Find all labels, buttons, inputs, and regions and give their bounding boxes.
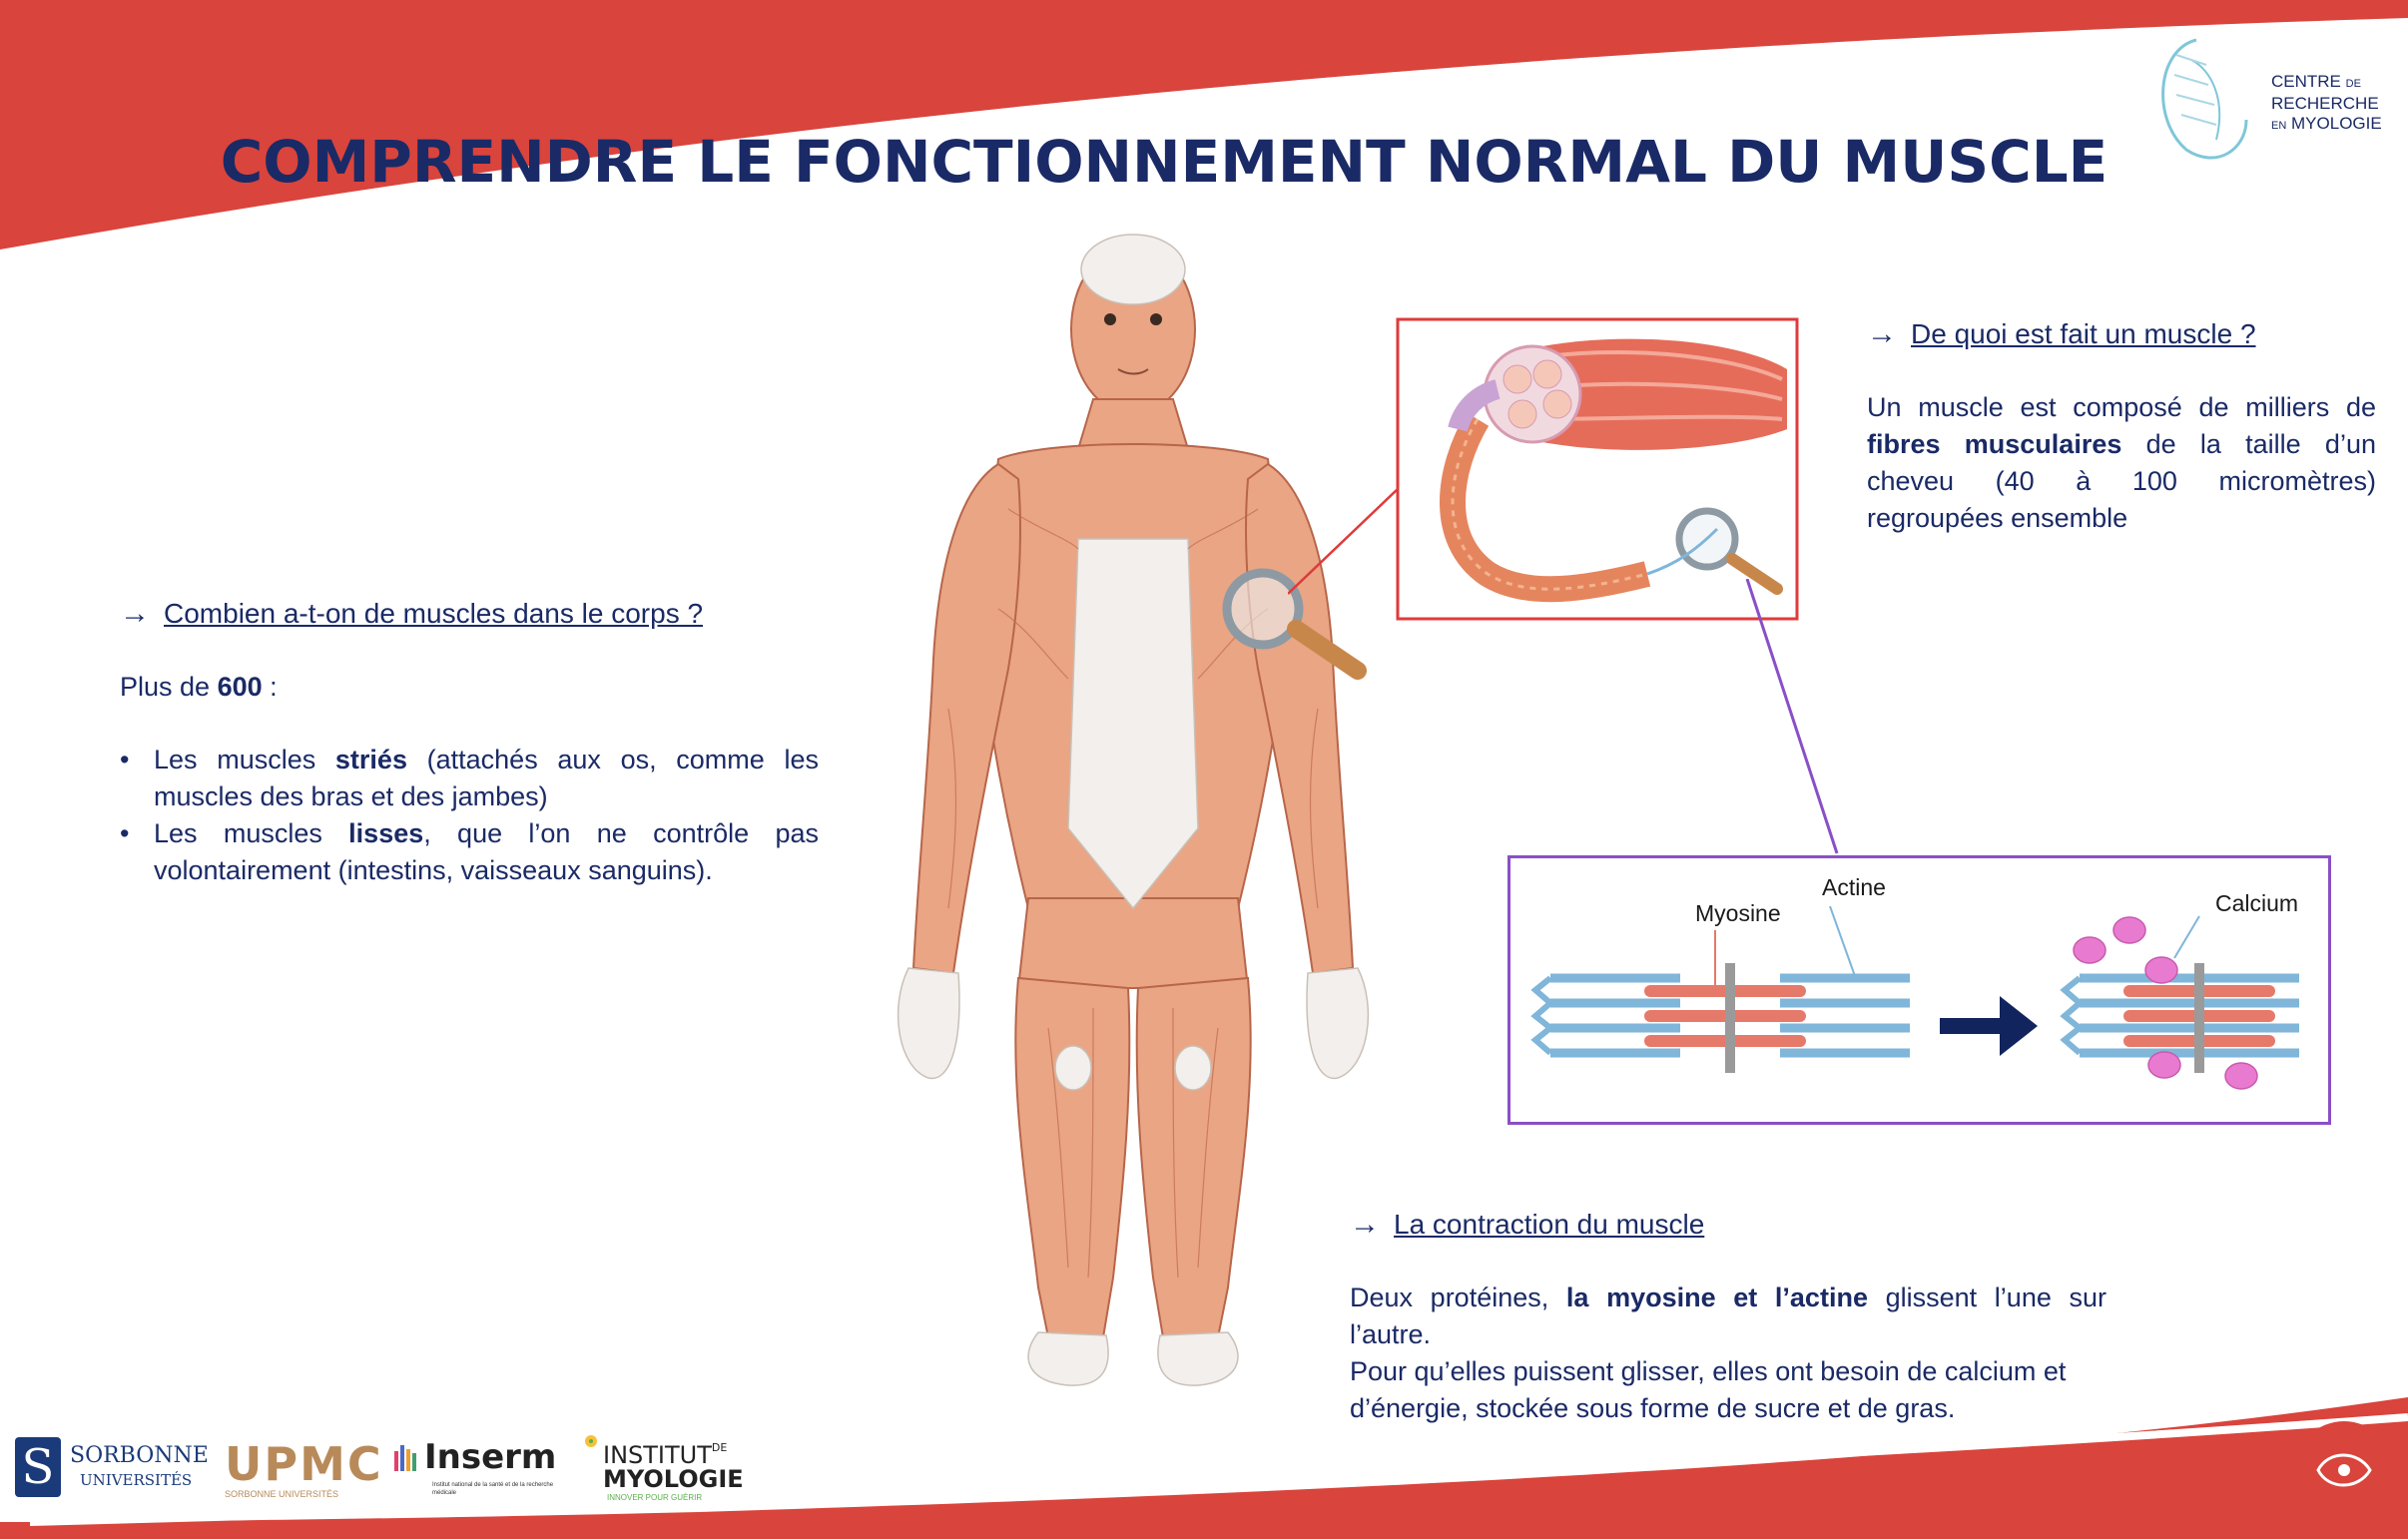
myologie-institut: INSTITUT: [603, 1441, 712, 1469]
arrow-right-icon: →: [1350, 1208, 1380, 1241]
composition-prefix: Un muscle est composé de milliers de: [1867, 392, 2376, 422]
sarcomere-graphics: [1530, 905, 2299, 1090]
contraction-p1-suffix: glissent l’une sur l’autre.: [1350, 1282, 2107, 1349]
left-question-text: Combien a-t-on de muscles dans le corps …: [164, 598, 704, 629]
inserm-sub: Institut national de la santé et de la r…: [432, 1482, 554, 1496]
arrow-right-icon: →: [1867, 317, 1897, 350]
upmc-logo: UPMC SORBONNE UNIVERSITÉS: [225, 1437, 381, 1507]
intro-prefix: Plus de: [120, 672, 211, 702]
sorbonne-s-icon: S: [15, 1437, 61, 1497]
institut-myologie-logo: INSTITUTDE MYOLOGIE INNOVER POUR GUÉRIR: [577, 1427, 757, 1507]
sarcomere-relaxed: [1530, 905, 1910, 1073]
upmc-name: UPMC: [225, 1437, 383, 1491]
arrow-right-icon: →: [120, 597, 150, 630]
crm-line2: RECHERCHE: [2271, 94, 2379, 113]
right-top-block: → De quoi est fait un muscle ? Un muscle…: [1867, 317, 2376, 537]
crm-logo-text: CENTRE DE RECHERCHE EN MYOLOGIE: [2271, 72, 2382, 136]
list-item: Les muscles striés (attachés aux os, com…: [120, 742, 819, 815]
arrow-right-icon: [1940, 996, 2038, 1056]
sarcomere-diagram: Myosine Actine Calcium: [1507, 855, 2331, 1125]
bullet-bold: striés: [334, 745, 407, 774]
myologie-line2: MYOLOGIE: [603, 1465, 744, 1493]
left-intro: Plus de 600 :: [120, 669, 819, 706]
intro-suffix: :: [262, 672, 278, 702]
inserm-name: Inserm: [424, 1437, 557, 1477]
bullet-bold: lisses: [348, 818, 424, 848]
contraction-p1-prefix: Deux protéines,: [1350, 1282, 1566, 1312]
bullet-prefix: Les muscles: [154, 745, 335, 774]
label-myosine: Myosine: [1695, 900, 1781, 926]
badge-logo: [2294, 1421, 2394, 1521]
bullet-suffix: (attachés aux os, comme les muscles des …: [154, 745, 819, 811]
left-block: → Combien a-t-on de muscles dans le corp…: [120, 597, 819, 889]
myologie-line1: INSTITUTDE: [603, 1441, 727, 1469]
label-calcium: Calcium: [2215, 890, 2299, 916]
upmc-sub: SORBONNE UNIVERSITÉS: [225, 1489, 339, 1499]
muscle-structure-zoom: [1288, 317, 1799, 621]
sorbonne-logo: S SORBONNE UNIVERSITÉS: [15, 1437, 209, 1507]
bullet-prefix: Les muscles: [154, 818, 349, 848]
list-item: Les muscles lisses, que l’on ne contrôle…: [120, 815, 819, 889]
inserm-logo: Inserm Institut national de la santé et …: [392, 1437, 562, 1507]
right-question: → De quoi est fait un muscle ?: [1867, 317, 2376, 351]
sorbonne-name: SORBONNE: [70, 1443, 209, 1468]
connector-line: [1745, 579, 1839, 854]
contraction-text-2: Pour qu’elles puissent glisser, elles on…: [1350, 1356, 2067, 1423]
left-question: → Combien a-t-on de muscles dans le corp…: [120, 597, 819, 631]
composition-suffix: de la taille d’un cheveu (40 à 100 micro…: [1867, 429, 2376, 533]
label-actine: Actine: [1822, 874, 1886, 900]
crm-logo-icon: [2161, 38, 2248, 160]
right-question-text: De quoi est fait un muscle ?: [1911, 318, 2256, 349]
crm-logo: CENTRE DE RECHERCHE EN MYOLOGIE: [2136, 30, 2386, 170]
myologie-de: DE: [711, 1441, 728, 1454]
muscle-type-list: Les muscles striés (attachés aux os, com…: [120, 742, 819, 889]
page-title-text: COMPRENDRE LE FONCTIONNEMENT NORMAL DU M…: [220, 128, 2108, 196]
intro-number: 600: [217, 672, 263, 702]
myologie-sub: INNOVER POUR GUÉRIR: [607, 1493, 703, 1502]
page-title: COMPRENDRE LE FONCTIONNEMENT NORMAL DU M…: [0, 128, 2408, 196]
contraction-block: → La contraction du muscle Deux protéine…: [1350, 1208, 2107, 1427]
magnifier-icon: [1222, 568, 1367, 680]
composition-bold: fibres musculaires: [1867, 429, 2122, 459]
contraction-question-text: La contraction du muscle: [1394, 1209, 1705, 1240]
sarcomere-contracted: [2060, 915, 2299, 1090]
sorbonne-sub: UNIVERSITÉS: [80, 1471, 193, 1489]
contraction-text-1: Deux protéines, la myosine et l’actine g…: [1350, 1280, 2107, 1353]
muscle-composition-text: Un muscle est composé de milliers de fib…: [1867, 389, 2376, 537]
inserm-bars-icon: [394, 1445, 416, 1471]
contraction-p1-bold: la myosine et l’actine: [1565, 1282, 1868, 1312]
bullet-suffix: , que l’on ne contrôle pas volontairemen…: [154, 818, 819, 885]
crm-line3: MYOLOGIE: [2291, 114, 2382, 133]
star-icon: [585, 1435, 597, 1447]
crm-line1: CENTRE: [2271, 72, 2341, 91]
crm-line1-small: DE: [2345, 78, 2361, 90]
contraction-question: → La contraction du muscle: [1350, 1208, 2107, 1242]
crm-line3-small: EN: [2271, 120, 2287, 132]
